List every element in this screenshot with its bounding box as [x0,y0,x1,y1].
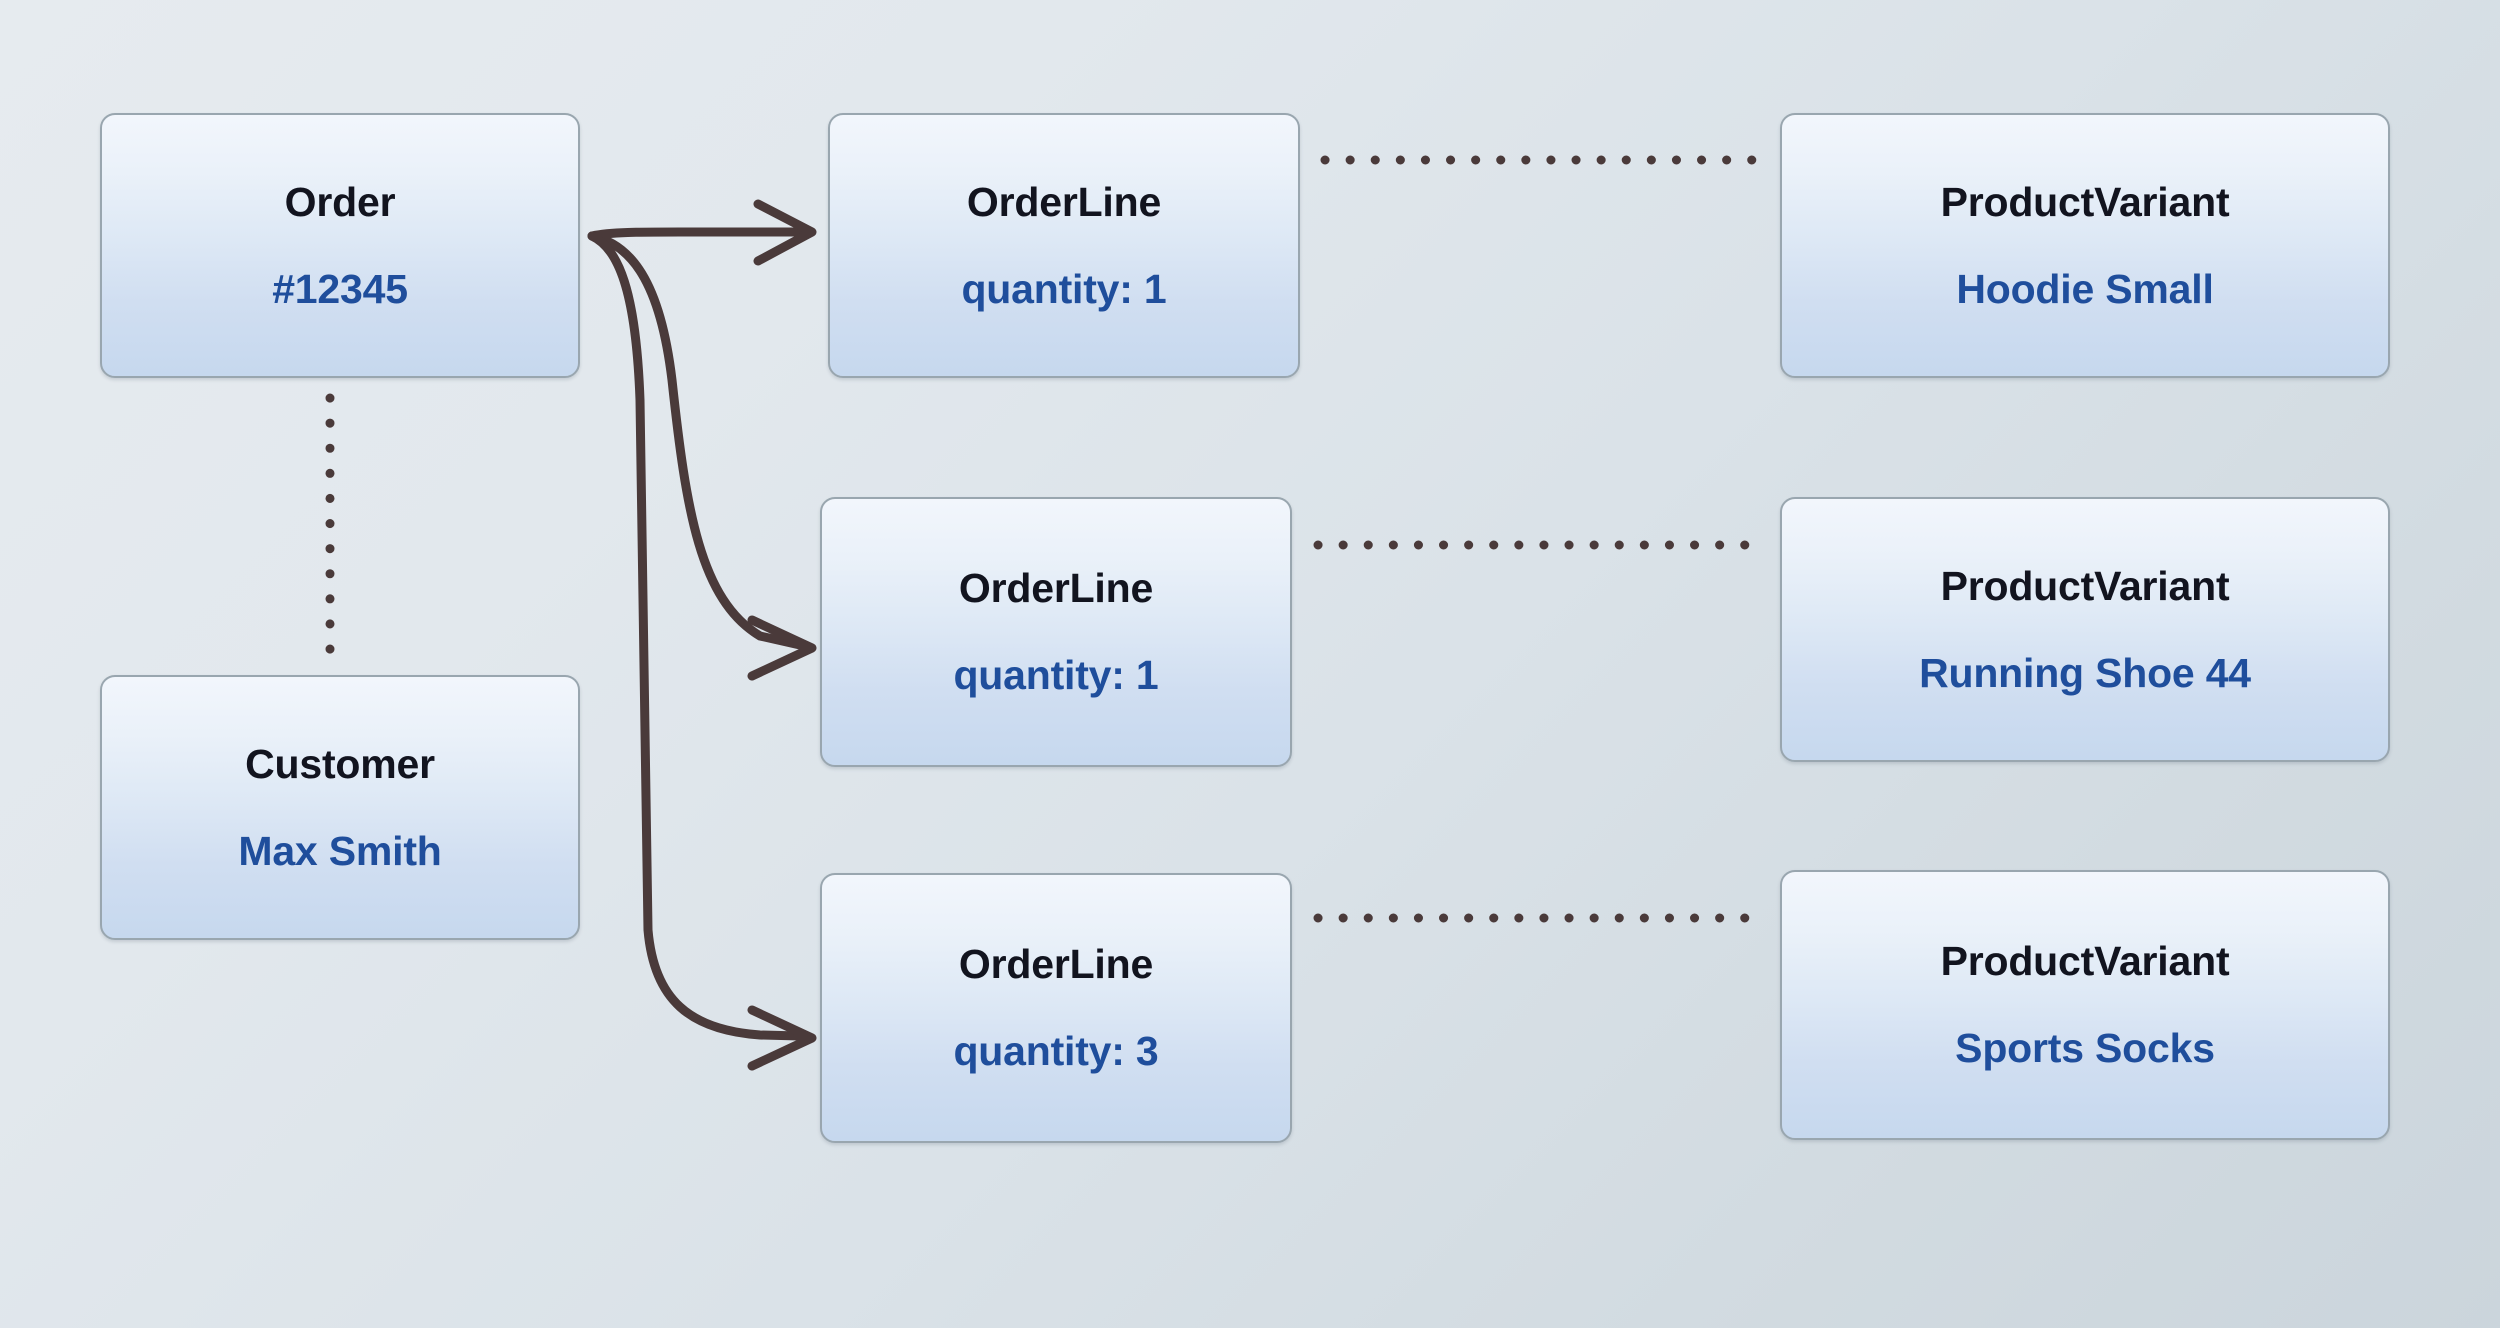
node-order[interactable]: Order #12345 [100,113,580,378]
node-orderline-1-subtitle: quantity: 1 [961,265,1167,312]
arrowhead-orderline-1 [753,199,817,266]
node-productvariant-3[interactable]: ProductVariant Sports Socks [1780,870,2390,1140]
edge-order-to-orderline-1 [587,227,805,241]
node-customer[interactable]: Customer Max Smith [100,675,580,940]
node-order-title: Order [284,178,396,225]
node-productvariant-2-subtitle: Running Shoe 44 [1919,649,2251,696]
node-orderline-3[interactable]: OrderLine quantity: 3 [820,873,1292,1143]
node-productvariant-2-title: ProductVariant [1940,562,2230,609]
arrowhead-orderline-2 [747,615,817,681]
node-productvariant-3-subtitle: Sports Socks [1955,1025,2215,1071]
node-orderline-3-title: OrderLine [958,941,1154,987]
node-orderline-2-subtitle: quantity: 1 [953,652,1159,698]
edge-order-to-orderline-3 [587,231,805,1041]
node-order-subtitle: #12345 [272,265,408,312]
node-orderline-2[interactable]: OrderLine quantity: 1 [820,497,1292,767]
node-productvariant-3-title: ProductVariant [1940,938,2230,984]
node-customer-title: Customer [245,740,435,787]
node-orderline-1-title: OrderLine [966,178,1162,225]
node-customer-subtitle: Max Smith [238,827,442,874]
node-orderline-1[interactable]: OrderLine quantity: 1 [828,113,1300,378]
node-productvariant-1-title: ProductVariant [1940,178,2230,225]
node-orderline-2-title: OrderLine [958,565,1154,611]
node-productvariant-2[interactable]: ProductVariant Running Shoe 44 [1780,497,2390,762]
node-orderline-3-subtitle: quantity: 3 [953,1028,1159,1074]
edge-order-to-orderline-2 [587,231,805,650]
node-productvariant-1[interactable]: ProductVariant Hoodie Small [1780,113,2390,378]
node-productvariant-1-subtitle: Hoodie Small [1956,265,2214,312]
arrowhead-orderline-3 [747,1005,817,1071]
